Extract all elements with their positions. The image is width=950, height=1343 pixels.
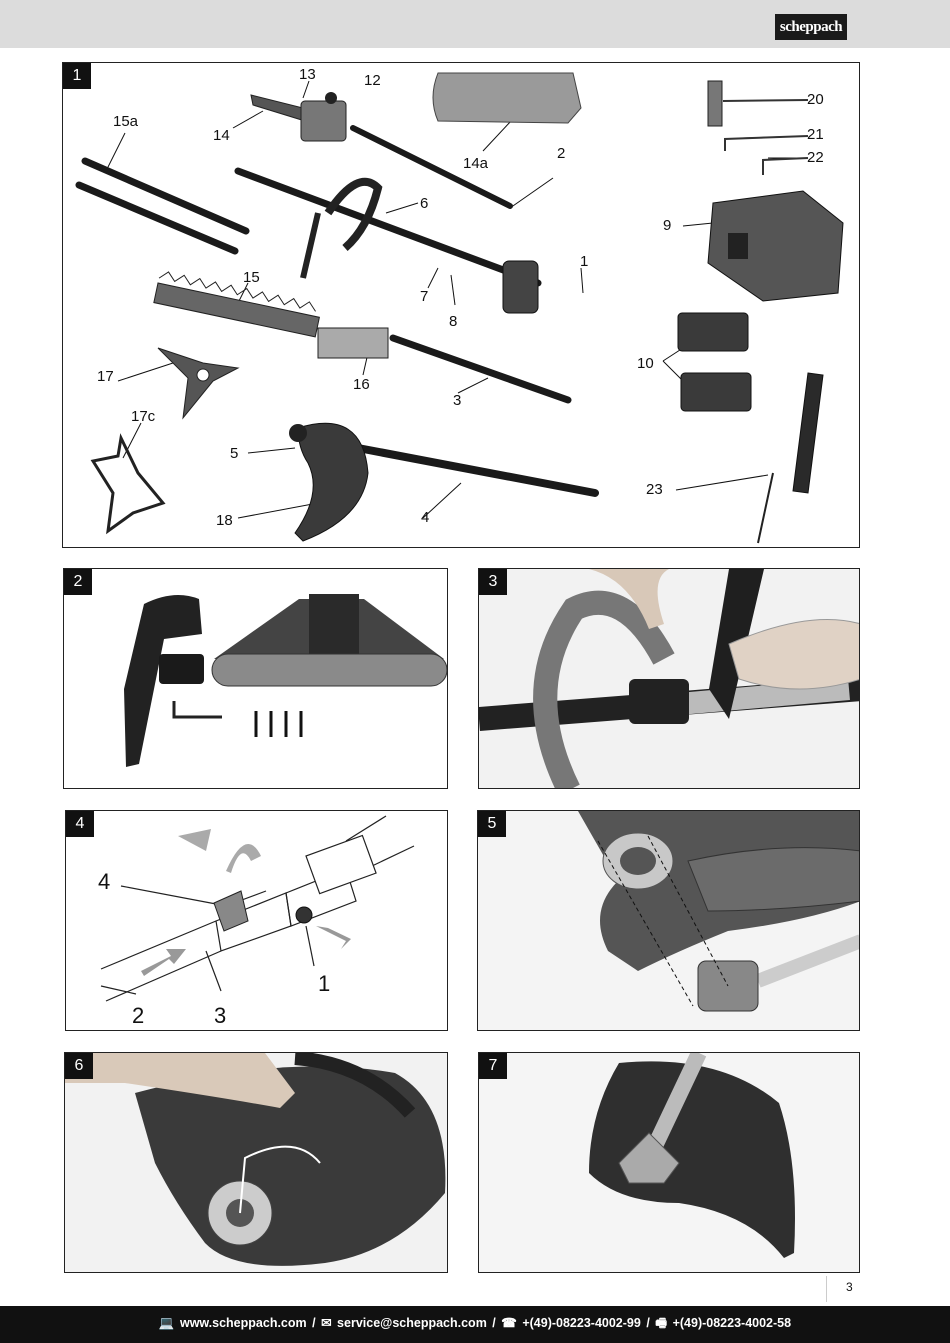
separator: / <box>646 1316 650 1330</box>
figure-number: 4 <box>66 811 94 837</box>
figure-number: 5 <box>478 811 506 837</box>
label-17: 17 <box>97 368 114 385</box>
handle-parts-illustration <box>124 594 447 767</box>
label-9: 9 <box>663 217 672 234</box>
parts-illustration <box>75 72 844 544</box>
label-3: 3 <box>453 392 462 409</box>
guard-fastening-photo <box>65 1053 447 1272</box>
label-22: 22 <box>807 149 824 166</box>
page-number: 3 <box>846 1280 853 1294</box>
label-8: 8 <box>449 313 458 330</box>
page-number-divider <box>826 1276 827 1302</box>
label-2: 2 <box>132 1003 145 1028</box>
figure-3-handle-mounting-photo: 3 <box>478 568 860 789</box>
label-23: 23 <box>646 481 663 498</box>
label-7: 7 <box>420 288 429 305</box>
figure-number: 3 <box>479 569 507 595</box>
label-4: 4 <box>421 509 430 526</box>
envelope-icon: ✉ <box>321 1316 332 1330</box>
figure-number: 2 <box>64 569 92 595</box>
figure-4-shaft-connection: 4 4 1 2 3 <box>65 810 448 1031</box>
label-16: 16 <box>353 376 370 393</box>
figure-number: 6 <box>65 1053 93 1079</box>
figure-number: 1 <box>63 63 91 89</box>
label-4: 4 <box>98 869 111 894</box>
label-2: 2 <box>557 145 566 162</box>
label-5: 5 <box>230 445 239 462</box>
website-link[interactable]: www.scheppach.com <box>179 1316 307 1330</box>
brand-logo: scheppach <box>775 14 847 40</box>
label-3: 3 <box>214 1003 227 1028</box>
fax-icon: 🖷 <box>655 1316 668 1330</box>
label-15: 15 <box>243 269 260 286</box>
label-20: 20 <box>807 91 824 108</box>
guard-mounting-photo <box>478 811 859 1030</box>
shaft-connection-drawing <box>100 815 415 1002</box>
figure-number: 7 <box>479 1053 507 1079</box>
figure-2-handle-parts: 2 <box>63 568 448 789</box>
label-14: 14 <box>213 127 230 144</box>
label-13: 13 <box>299 66 316 83</box>
label-1: 1 <box>318 971 331 996</box>
label-6: 6 <box>420 195 429 212</box>
figure-1-parts-overview: 1 <box>62 62 860 548</box>
separator: / <box>312 1316 316 1330</box>
figure-5-guard-mounting: 5 <box>477 810 860 1031</box>
mounted-guard-photo <box>479 1053 859 1272</box>
figure-7-mounted-guard: 7 <box>478 1052 860 1273</box>
label-18: 18 <box>216 512 233 529</box>
fax-number: +(49)-08223-4002-58 <box>672 1316 792 1330</box>
footer-contact-bar: 💻 www.scheppach.com / ✉ service@scheppac… <box>0 1306 950 1343</box>
figure-6-guard-fastening: 6 <box>64 1052 448 1273</box>
label-1: 1 <box>580 253 589 270</box>
email-link[interactable]: service@scheppach.com <box>337 1316 487 1330</box>
label-10: 10 <box>637 355 654 372</box>
separator: / <box>492 1316 496 1330</box>
phone-number: +(49)-08223-4002-99 <box>522 1316 641 1330</box>
computer-icon: 💻 <box>158 1316 175 1330</box>
telephone-icon: ☎ <box>501 1316 517 1330</box>
label-15a: 15a <box>113 113 139 130</box>
label-21: 21 <box>807 126 824 143</box>
label-12: 12 <box>364 72 381 89</box>
header-bar: scheppach <box>0 0 950 48</box>
label-14a: 14a <box>463 155 489 172</box>
handle-mounting-photo <box>479 569 859 788</box>
label-17c: 17c <box>131 408 156 425</box>
